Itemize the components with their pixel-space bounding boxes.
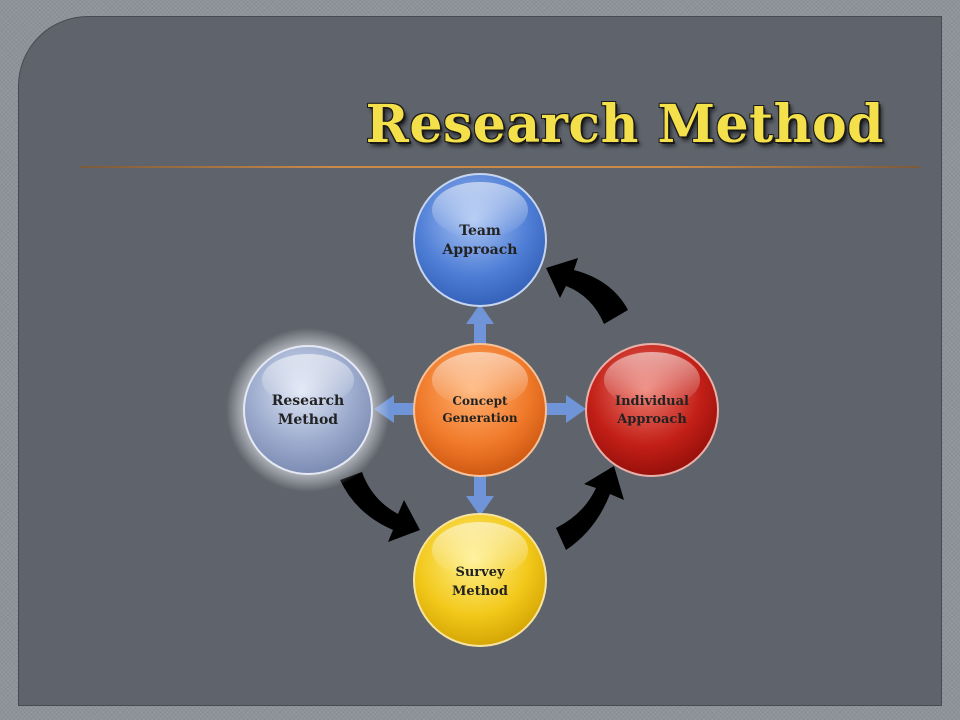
- individual-approach-label-line2: Approach: [616, 412, 687, 427]
- research-method-label-line1: Research: [272, 393, 344, 409]
- individual-approach-label-line1: Individual: [615, 394, 689, 409]
- slide-title: Research Method: [365, 94, 884, 155]
- research-method-label-line2: Method: [278, 412, 338, 428]
- team-approach-label-line1: Team: [459, 223, 501, 239]
- node-team-approach: Team Approach: [413, 173, 547, 307]
- team-approach-label-line2: Approach: [442, 242, 518, 258]
- concept-generation-label-line2: Generation: [442, 411, 517, 425]
- cycle-arrow-bottom-to-right: [556, 466, 624, 550]
- node-survey-method: Survey Method: [413, 513, 547, 647]
- title-underline: [80, 166, 920, 168]
- node-research-method: Research Method: [243, 345, 373, 475]
- survey-method-label-line1: Survey: [455, 565, 505, 580]
- cycle-arrows: [340, 258, 628, 550]
- cycle-arrow-right-to-top: [546, 258, 628, 324]
- survey-method-label-line2: Method: [452, 584, 508, 599]
- concept-generation-label-line1: Concept: [452, 394, 508, 408]
- node-individual-approach: Individual Approach: [585, 343, 719, 477]
- connector-up-arrow: [466, 304, 494, 348]
- node-concept-generation: Concept Generation: [413, 343, 547, 477]
- cycle-arrow-left-to-bottom: [340, 472, 420, 542]
- connector-right-arrow: [542, 395, 586, 423]
- connector-down-arrow: [466, 472, 494, 516]
